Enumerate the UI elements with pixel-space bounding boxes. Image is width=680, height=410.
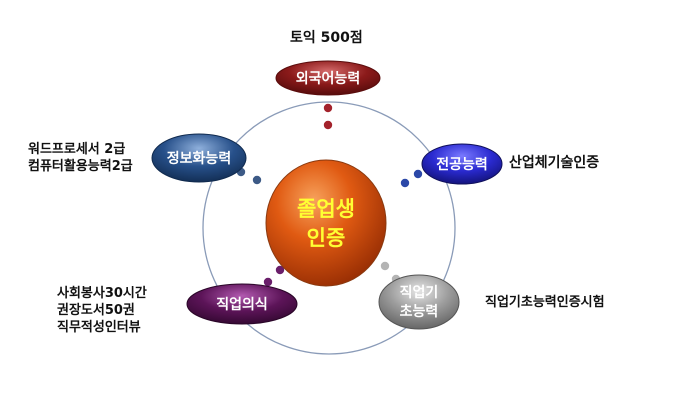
caption-information-line1: 워드프로세서 2급 — [28, 142, 126, 157]
caption-information-line2: 컴퓨터활용능력2급 — [28, 159, 133, 174]
caption-foreign-language: 토익 500점 — [290, 30, 363, 46]
node-information: 정보화능력 — [151, 133, 247, 183]
node-major: 전공능력 — [421, 143, 503, 185]
outer-ring — [202, 101, 456, 355]
node-basic-vocational-label-line2: 초능력 — [400, 304, 439, 320]
node-work-ethic: 직업의식 — [186, 283, 298, 325]
node-major-label: 전공능력 — [436, 156, 488, 173]
node-basic-vocational-label-line1: 직업기 — [400, 284, 439, 301]
center-label-line1: 졸업생 — [297, 197, 355, 221]
center-label-line2: 인증 — [307, 226, 346, 250]
node-basic-vocational: 직업기 초능력 — [378, 274, 460, 330]
connector-dots-top — [323, 103, 333, 130]
connector-dots-bottom-left — [263, 265, 285, 287]
caption-work-ethic: 사회봉사30시간 권장도서50권 직무적성인터뷰 — [57, 285, 147, 336]
node-work-ethic-label: 직업의식 — [216, 296, 268, 313]
caption-work-ethic-line3: 직무적성인터뷰 — [57, 320, 141, 335]
connector-dots-right — [400, 169, 423, 188]
connector-dots-left — [236, 167, 262, 185]
caption-information: 워드프로세서 2급 컴퓨터활용능력2급 — [28, 141, 133, 175]
caption-basic-vocational: 직업기초능력인증시험 — [485, 295, 605, 310]
node-foreign-language-label: 외국어능력 — [296, 70, 360, 87]
node-foreign-language: 외국어능력 — [275, 60, 381, 96]
node-information-label: 정보화능력 — [167, 150, 231, 167]
center-node: 졸업생 인증 — [265, 159, 387, 287]
caption-work-ethic-line1: 사회봉사30시간 — [57, 286, 147, 301]
caption-major: 산업체기술인증 — [509, 155, 600, 171]
caption-work-ethic-line2: 권장도서50권 — [57, 303, 135, 318]
